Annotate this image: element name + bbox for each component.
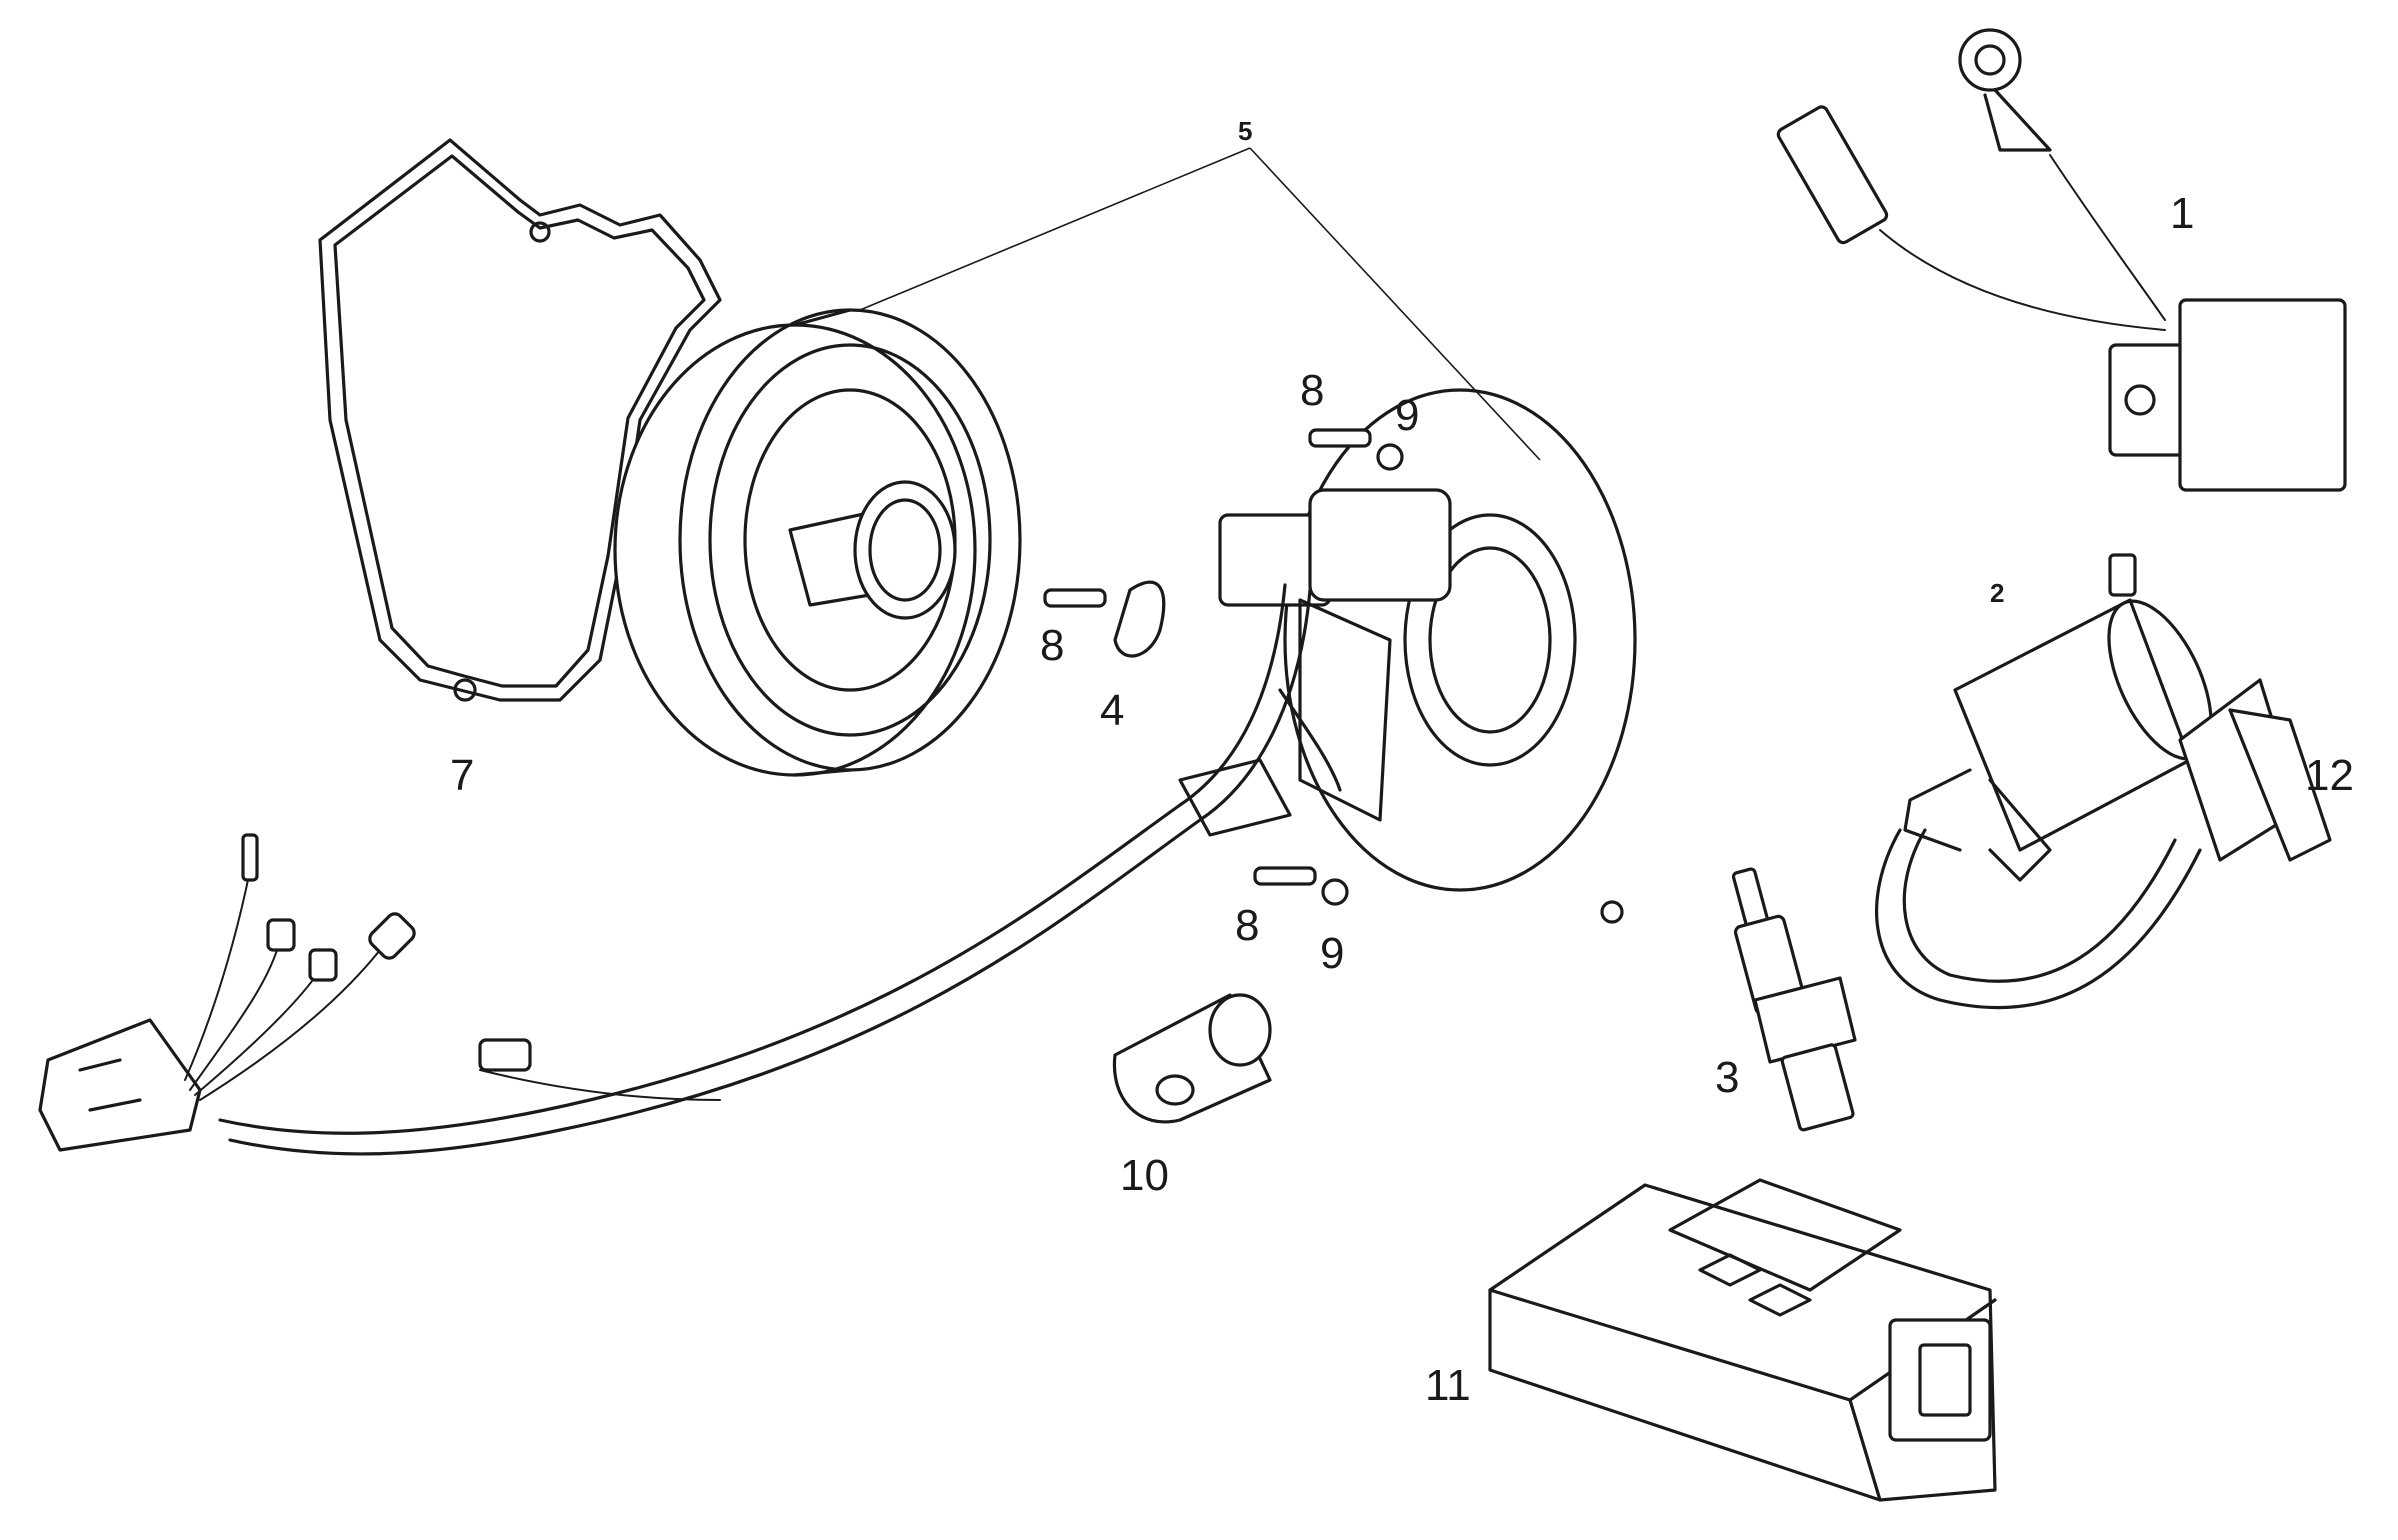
callout-8-left: 8 xyxy=(1040,621,1064,670)
wiring-harness xyxy=(38,583,1312,1156)
callout-10: 10 xyxy=(1120,1151,1169,1200)
part-2-ignition-coil xyxy=(1875,553,2332,1010)
callout-1: 1 xyxy=(2170,189,2194,238)
stator-assembly xyxy=(1218,388,1637,924)
callout-9-top: 9 xyxy=(1395,391,1419,440)
fasteners xyxy=(1043,428,1404,906)
callout-5: 5 xyxy=(1238,116,1252,146)
part-10-spacer xyxy=(1112,993,1272,1124)
callout-2: 2 xyxy=(1990,578,2004,608)
callout-7: 7 xyxy=(450,751,474,800)
callout-12: 12 xyxy=(2305,751,2354,800)
part-3-spark-plug xyxy=(1731,867,1857,1132)
callout-11: 11 xyxy=(1425,1361,1471,1410)
part-7-cover-gasket xyxy=(318,138,722,702)
callout-5-leaders xyxy=(859,147,1541,461)
callout-8-bottom: 8 xyxy=(1235,901,1259,950)
callout-4: 4 xyxy=(1100,686,1124,735)
part-4-woodruff-key xyxy=(1113,580,1166,658)
part-1-voltage-regulator xyxy=(1776,28,2347,492)
callout-8-top: 8 xyxy=(1300,366,1324,415)
callout-3: 3 xyxy=(1715,1053,1739,1102)
callout-labels: 1 2 3 4 5 7 8 8 8 9 9 10 11 12 xyxy=(450,116,2354,1410)
part-5-flywheel-rotor xyxy=(613,308,1022,777)
callout-9-bottom: 9 xyxy=(1320,929,1344,978)
part-11-cdi-unit xyxy=(1488,1178,1997,1502)
